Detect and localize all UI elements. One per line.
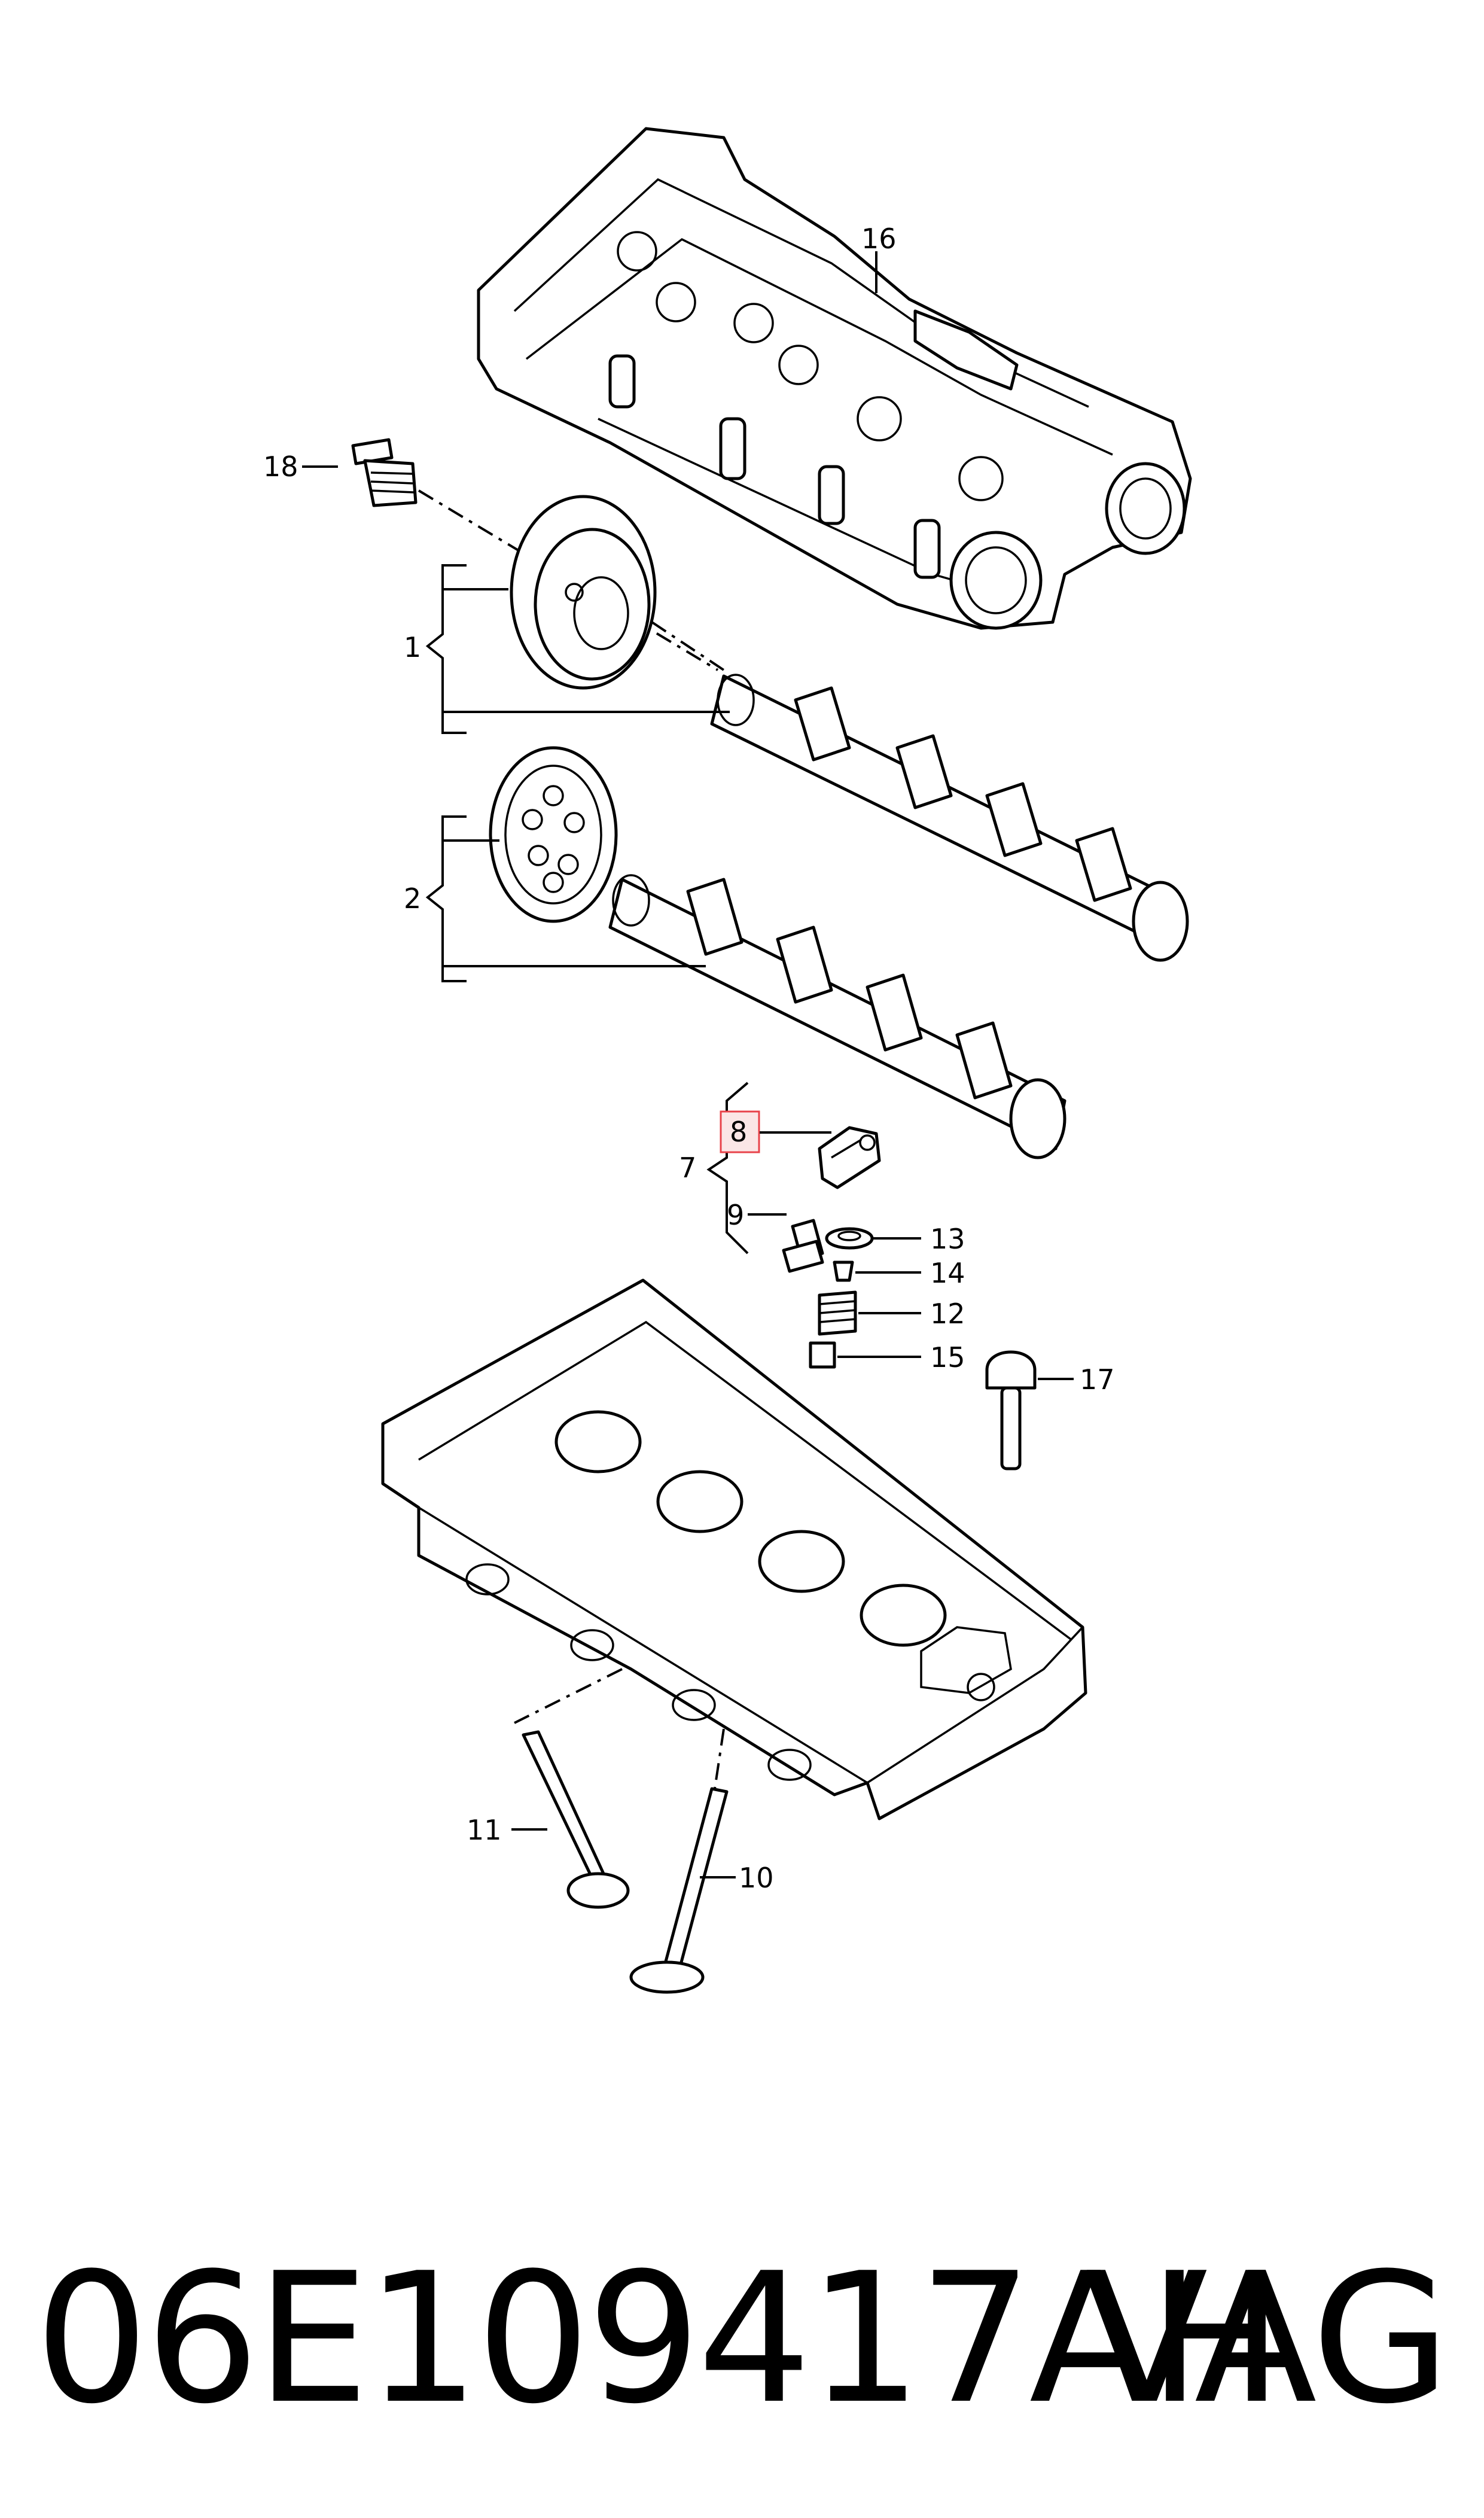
callout-7: 7	[679, 1152, 696, 1184]
bolt-part-18	[351, 438, 418, 507]
gear-part-2	[489, 746, 618, 923]
footer: 06E109417AH VAG	[0, 2237, 1484, 2441]
callout-18: 18	[263, 450, 298, 483]
valve-stem-seal-part-15	[809, 1341, 836, 1369]
axis-valves	[514, 1668, 725, 1789]
cylinder-head	[381, 1278, 1087, 1820]
spring-cap-part-13	[825, 1227, 874, 1250]
valve-spring-part-12	[818, 1290, 857, 1336]
camshaft-housing-part-16	[477, 127, 1192, 630]
camshaft-part-1	[710, 674, 1189, 962]
callout-9: 9	[727, 1199, 744, 1231]
callout-12: 12	[930, 1298, 965, 1330]
bracket-2	[425, 815, 706, 982]
camshaft-part-2	[608, 874, 1066, 1159]
exploded-parts-diagram: 16 18 1	[263, 127, 1192, 1994]
callout-15: 15	[930, 1341, 965, 1374]
valve-cotter-part-14	[833, 1260, 854, 1282]
valve-part-10	[629, 1787, 729, 1994]
callout-16: 16	[861, 223, 897, 255]
axis-1	[651, 621, 725, 671]
roller-rocker-part-8	[818, 1126, 881, 1189]
callout-11: 11	[467, 1814, 502, 1846]
callout-8-highlight	[720, 1110, 760, 1153]
bracket-1	[425, 564, 730, 734]
callout-8: 8	[730, 1116, 747, 1148]
sprocket-part-1	[510, 495, 657, 690]
callout-17: 17	[1080, 1363, 1115, 1396]
bracket-7	[706, 1082, 749, 1255]
callout-14: 14	[930, 1257, 965, 1289]
valve-part-11	[522, 1730, 630, 1909]
hydraulic-tappet-part-9	[782, 1219, 824, 1273]
cylinder-head-bolt-part-17	[985, 1350, 1037, 1470]
callout-13: 13	[930, 1223, 965, 1255]
callout-2: 2	[404, 882, 421, 915]
part-number: 06E109417AH	[35, 2234, 1283, 2443]
brand: VAG	[1085, 2234, 1451, 2443]
callout-1: 1	[404, 631, 421, 663]
callout-10: 10	[739, 1862, 774, 1894]
